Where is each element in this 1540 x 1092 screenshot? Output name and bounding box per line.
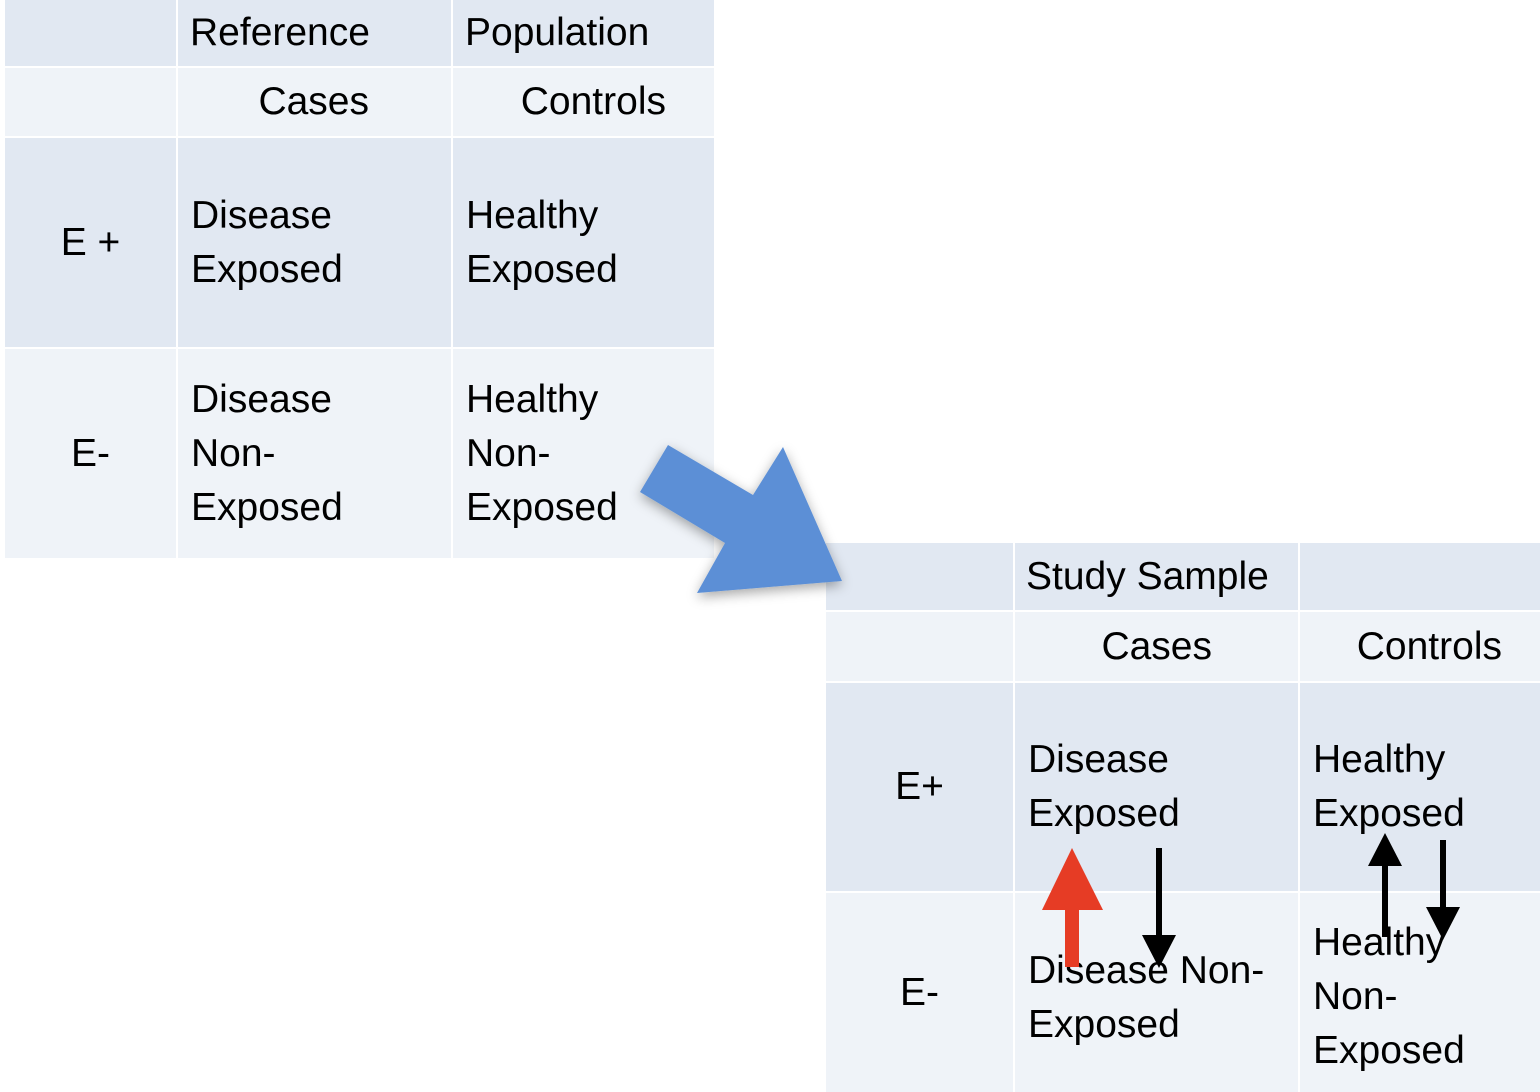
ref-row-label-exposed: E +	[5, 138, 176, 347]
study-subheader-controls: Controls	[1300, 612, 1540, 681]
black-down-arrow-controls	[1426, 840, 1460, 940]
ref-header-corner	[5, 0, 176, 66]
ref-header-population: Population	[453, 0, 714, 66]
ref-row-label-nonexposed: E-	[5, 349, 176, 558]
ref-cell-disease-nonexposed: Disease Non-Exposed	[178, 349, 451, 558]
black-up-arrow-controls	[1368, 833, 1402, 937]
ref-cell-disease-exposed: Disease Exposed	[178, 138, 451, 347]
ref-subheader-cases: Cases	[178, 68, 451, 136]
ref-subheader-corner	[5, 68, 176, 136]
ref-subheader-controls: Controls	[453, 68, 714, 136]
study-row-label-exposed: E+	[826, 683, 1013, 891]
study-subheader-cases: Cases	[1015, 612, 1298, 681]
study-header-empty	[1300, 543, 1540, 610]
study-header-sample: Study Sample	[1015, 543, 1298, 610]
study-cell-healthy-exposed: Healthy Exposed	[1300, 683, 1540, 891]
red-up-arrow	[1042, 848, 1103, 967]
study-header-corner	[826, 543, 1013, 610]
study-row-label-nonexposed: E-	[826, 893, 1013, 1092]
black-down-arrow-cases	[1142, 848, 1176, 968]
blue-transition-arrow	[640, 445, 842, 593]
ref-header-reference: Reference	[178, 0, 451, 66]
study-cell-healthy-nonexposed: Healthy Non-Exposed	[1300, 893, 1540, 1092]
ref-cell-healthy-exposed: Healthy Exposed	[453, 138, 714, 347]
study-subheader-corner	[826, 612, 1013, 681]
